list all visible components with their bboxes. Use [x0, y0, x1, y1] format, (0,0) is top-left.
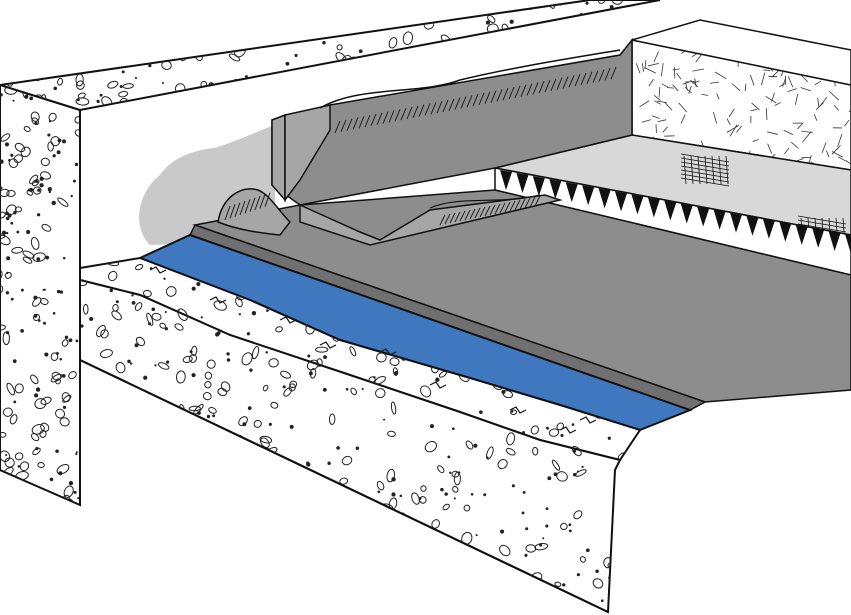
- drainage-dimple-sheet: [494, 167, 851, 276]
- grey-membrane-upstand: [217, 37, 633, 246]
- upper-concrete-slab: [631, 19, 851, 171]
- membrane-rolled-edge: [217, 188, 291, 236]
- concrete-wall-left: [0, 83, 81, 507]
- reinforcement-mesh-icon: [680, 153, 730, 187]
